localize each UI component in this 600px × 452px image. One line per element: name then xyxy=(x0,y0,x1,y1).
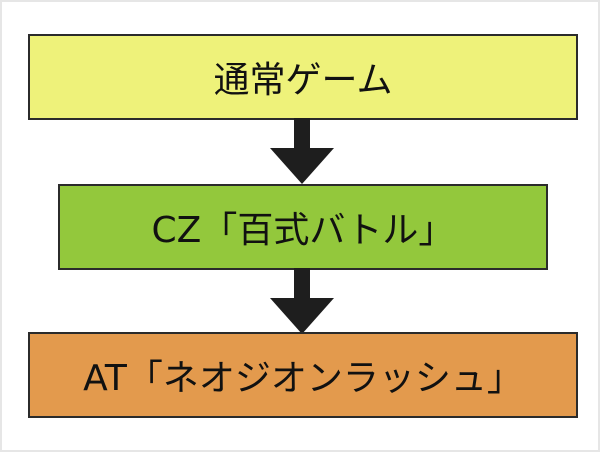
arrow-down-icon xyxy=(270,118,334,184)
step-cz-label: CZ「百式バトル」 xyxy=(151,210,455,251)
step-normal-game-label: 通常ゲーム xyxy=(213,60,393,101)
step-cz-hyakushiki-battle: CZ「百式バトル」 xyxy=(58,184,548,270)
step-at-neo-zeon-rush: AT「ネオジオンラッシュ」 xyxy=(28,332,578,418)
step-normal-game: 通常ゲーム xyxy=(28,34,578,120)
step-at-label: AT「ネオジオンラッシュ」 xyxy=(83,358,523,399)
arrow-down-icon xyxy=(270,268,334,334)
